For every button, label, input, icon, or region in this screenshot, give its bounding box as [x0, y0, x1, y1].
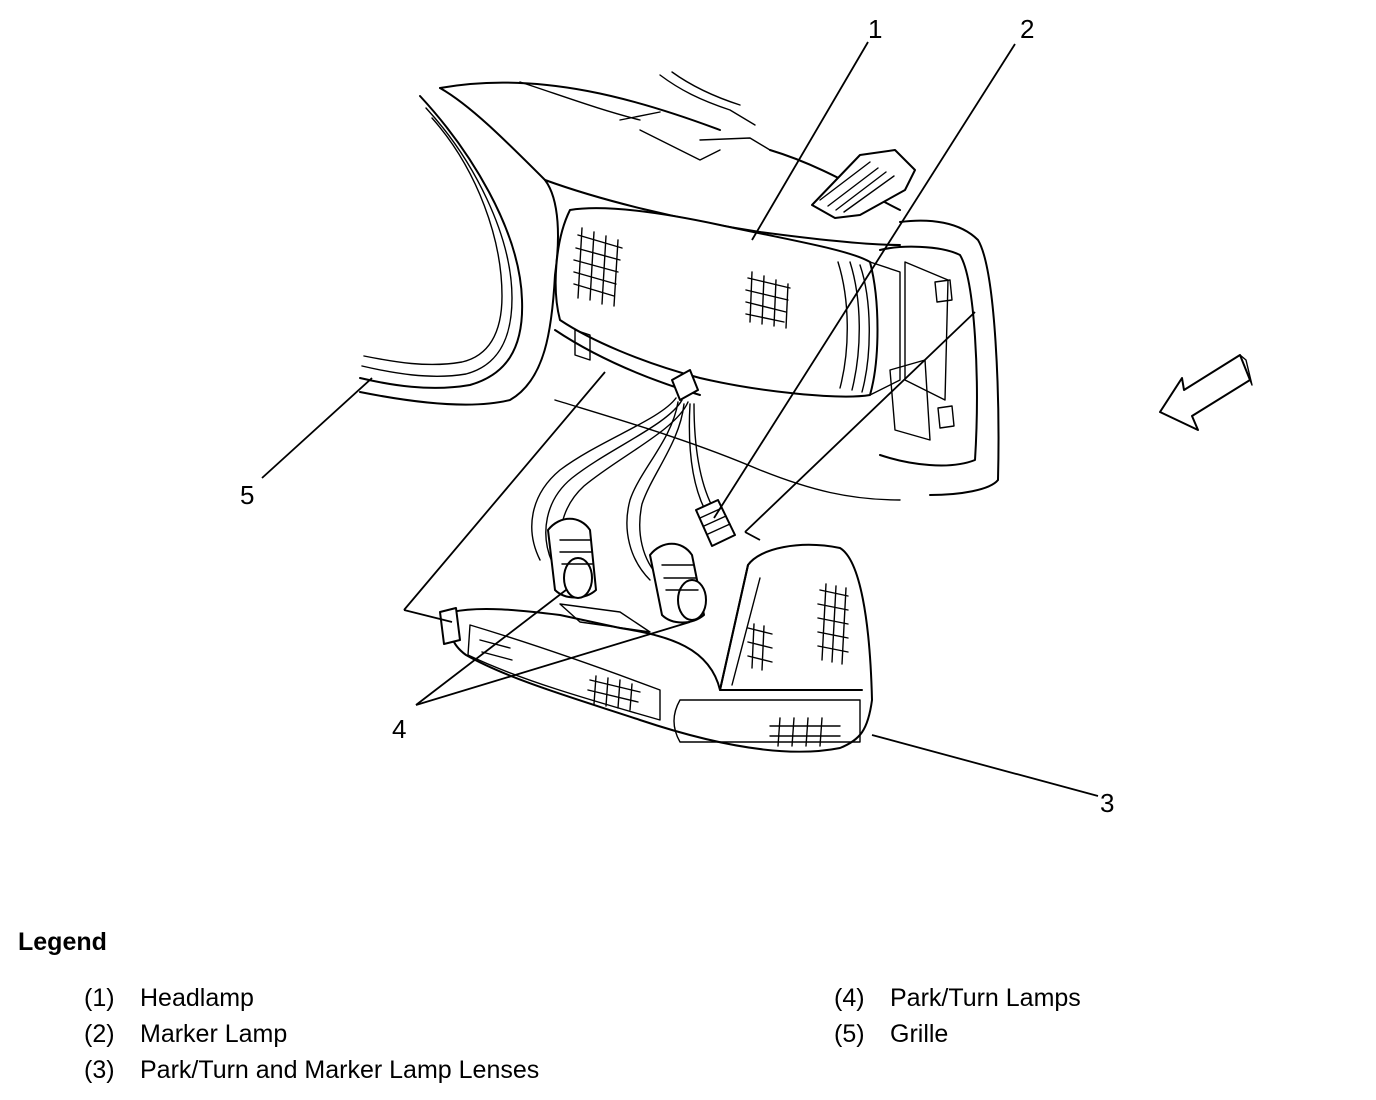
- legend-item-park-turn-lamps: (4) Park/Turn Lamps: [834, 980, 1081, 1016]
- legend-item-label: Grille: [890, 1020, 949, 1048]
- callout-5: 5: [240, 480, 254, 510]
- exploded-view-diagram: 1 2 3 4 5: [240, 14, 1253, 818]
- headlamp-drawing: [554, 207, 901, 398]
- callout-2: 2: [1020, 14, 1034, 44]
- park-turn-lamp-sockets: [547, 517, 707, 624]
- legend-item-number: (3): [84, 1056, 115, 1084]
- marker-lamp-socket: [695, 499, 736, 547]
- callout-3: 3: [1100, 788, 1114, 818]
- legend-item-marker-lamp: (2) Marker Lamp: [84, 1016, 539, 1052]
- legend-item-label: Headlamp: [140, 984, 254, 1012]
- legend-item-number: (1): [84, 984, 115, 1012]
- legend-item-number: (4): [834, 984, 865, 1012]
- callout-4: 4: [392, 714, 406, 744]
- legend-title: Legend: [18, 928, 107, 956]
- legend-item-lenses: (3) Park/Turn and Marker Lamp Lenses: [84, 1052, 539, 1088]
- wiring-harness: [531, 369, 713, 581]
- mounting-bracket: [811, 149, 916, 219]
- direction-arrow-icon: [1159, 354, 1253, 431]
- legend-item-label: Marker Lamp: [140, 1020, 288, 1048]
- callout-1: 1: [868, 14, 882, 44]
- grille-drawing: [359, 71, 901, 501]
- callout-numbers: 1 2 3 4 5: [240, 14, 1114, 818]
- legend-item-label: Park/Turn and Marker Lamp Lenses: [140, 1056, 540, 1084]
- headlamp-bezel: [879, 219, 1000, 496]
- legend: Legend (1) Headlamp (2) Marker Lamp (3) …: [18, 928, 1358, 1088]
- legend-item-headlamp: (1) Headlamp: [84, 980, 539, 1016]
- leader-lines: [261, 41, 1099, 797]
- legend-column-right: (4) Park/Turn Lamps (5) Grille: [834, 980, 1081, 1052]
- legend-item-number: (5): [834, 1020, 865, 1048]
- legend-item-grille: (5) Grille: [834, 1016, 1081, 1052]
- legend-column-left: (1) Headlamp (2) Marker Lamp (3) Park/Tu…: [84, 980, 539, 1088]
- legend-item-number: (2): [84, 1020, 115, 1048]
- legend-item-label: Park/Turn Lamps: [890, 984, 1081, 1012]
- lamp-lens-assembly: [439, 543, 873, 753]
